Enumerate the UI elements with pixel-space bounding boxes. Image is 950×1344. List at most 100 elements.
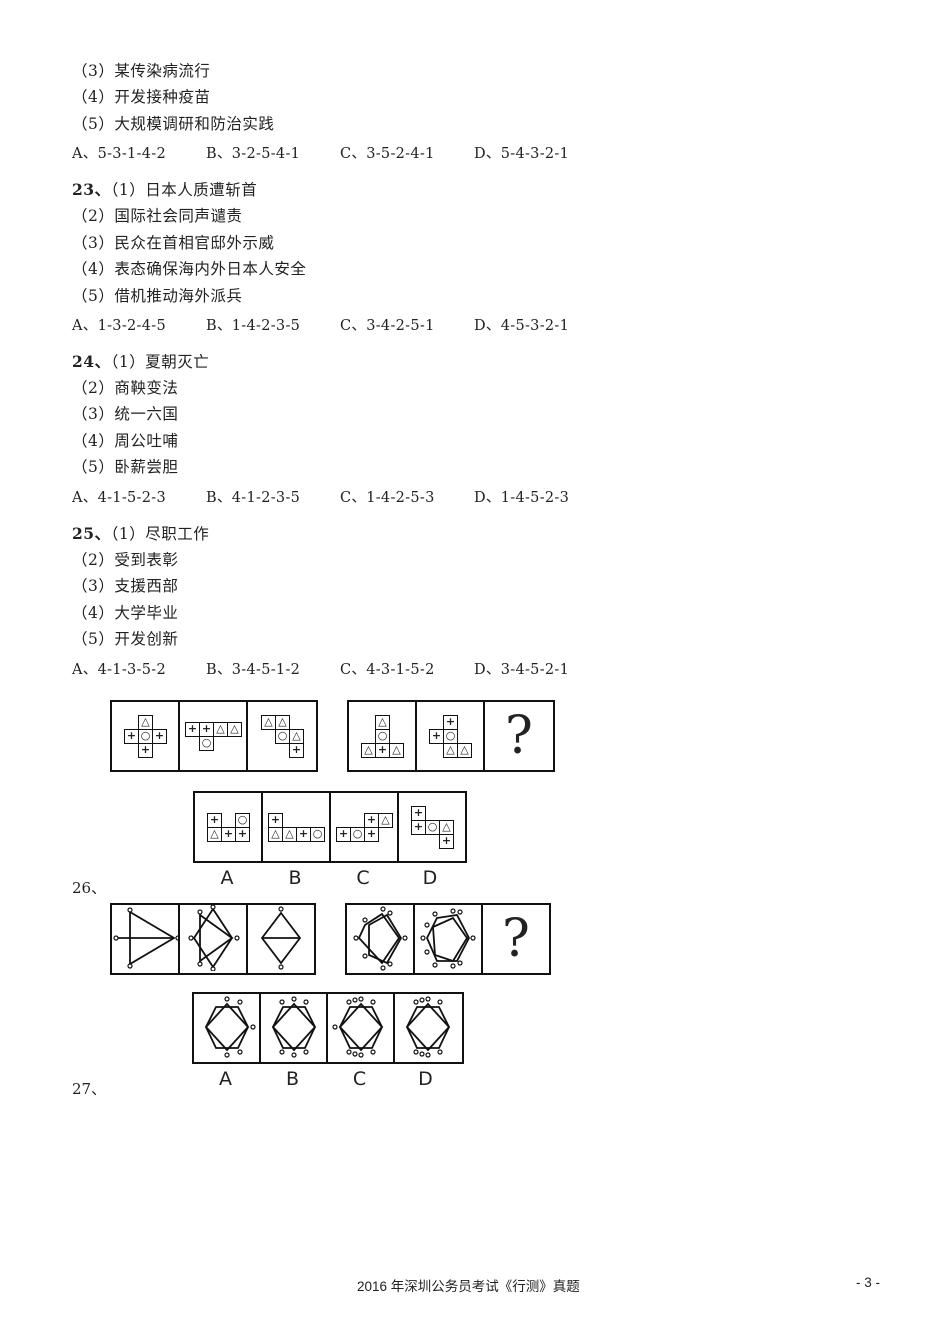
q26-letter-c: C (356, 867, 370, 889)
plus-icon: + (185, 722, 200, 737)
triangle-icon: △ (289, 729, 304, 744)
triangle-icon: △ (138, 715, 153, 730)
circle-icon: ○ (443, 729, 458, 744)
triangle-icon: △ (268, 827, 283, 842)
q27-s2-figure-2 (415, 905, 483, 973)
q26-answer-options: +○△++ +△△+○ +△+○+ ++○△+ (193, 791, 467, 863)
q22-option-d: D、5-4-3-2-1 (474, 146, 570, 162)
triangle-rhombus-figure-icon (188, 905, 240, 971)
plus-icon: + (289, 743, 304, 758)
q25-option-d: D、3-4-5-2-1 (474, 662, 570, 678)
triangle-icon: △ (282, 827, 297, 842)
q23-item-3: （3）民众在首相官邸外示威 (72, 234, 275, 252)
q26-answer-b[interactable]: +△△+○ (263, 793, 331, 861)
plus-icon: + (199, 722, 214, 737)
q27-s1-figure-1 (112, 905, 180, 973)
q27-letter-a: A (219, 1068, 232, 1090)
q25-option-a: A、4-1-3-5-2 (72, 662, 166, 678)
q24-item-1: （1）夏朝灭亡 (110, 353, 210, 371)
q23-number: 23、 (72, 180, 111, 199)
q27-answer-c[interactable] (328, 994, 395, 1062)
q27-letter-d: D (418, 1068, 433, 1090)
plus-icon: + (152, 729, 167, 744)
q27-s2-figure-1 (347, 905, 415, 973)
cube-net: +○△++ (207, 813, 250, 842)
q22-option-b: B、3-2-5-4-1 (206, 146, 301, 162)
pentagon-rhombus-figure-icon (353, 906, 408, 971)
q26-s2-question: ? (485, 702, 553, 770)
cube-net: △○△+△ (361, 715, 404, 758)
q24-item-3: （3）统一六国 (72, 405, 179, 423)
q26-series-2: △○△+△ ++○△△ ? (347, 700, 555, 772)
hexagon-option-a-icon (204, 996, 256, 1058)
q27-answer-letters: A B C D (192, 1068, 460, 1090)
cube-net: ++○△△ (429, 715, 472, 758)
hexagon-option-d-icon (405, 996, 451, 1058)
q24-option-c: C、1-4-2-5-3 (340, 490, 435, 506)
q27-s1-figure-2 (180, 905, 248, 973)
triangle-icon: △ (207, 827, 222, 842)
circle-icon: ○ (375, 729, 390, 744)
q26-s1-figure-3: △△○△+ (248, 702, 316, 770)
q27-label: 27、 (72, 1080, 107, 1098)
triangle-icon: △ (275, 715, 290, 730)
hexagon-figure-icon (420, 908, 476, 969)
circle-icon: ○ (235, 813, 250, 828)
q25-item-1: （1）尽职工作 (110, 525, 210, 543)
q27-s2-question: ? (483, 905, 549, 973)
triangle-icon: △ (213, 722, 228, 737)
q25-item-2: （2）受到表彰 (72, 551, 179, 569)
plus-icon: + (296, 827, 311, 842)
question-mark-icon: ? (502, 909, 530, 969)
q26-answer-letters: A B C D (193, 867, 463, 889)
plus-icon: + (364, 813, 379, 828)
q23-option-d: D、4-5-3-2-1 (474, 318, 570, 334)
q24-item-4: （4）周公吐哺 (72, 432, 179, 450)
circle-icon: ○ (310, 827, 325, 842)
circle-icon: ○ (275, 729, 290, 744)
plus-icon: + (336, 827, 351, 842)
triangle-icon: △ (439, 820, 454, 835)
q24-first-line: 24、（1）夏朝灭亡 (72, 352, 209, 372)
q26-answer-d[interactable]: ++○△+ (399, 793, 465, 861)
cube-net: +△△+○ (268, 813, 325, 842)
q27-answer-b[interactable] (261, 994, 328, 1062)
cube-net: ++△△○ (185, 722, 242, 751)
q26-answer-c[interactable]: +△+○+ (331, 793, 399, 861)
triangle-icon: △ (389, 743, 404, 758)
q25-first-line: 25、（1）尽职工作 (72, 524, 209, 544)
plus-icon: + (411, 820, 426, 835)
q24-option-a: A、4-1-5-2-3 (72, 490, 166, 506)
q25-item-4: （4）大学毕业 (72, 604, 179, 622)
cube-net: △△○△+ (261, 715, 304, 758)
q27-answer-d[interactable] (395, 994, 460, 1062)
rhombus-figure-icon (260, 906, 302, 970)
plus-icon: + (138, 743, 153, 758)
q25-number: 25、 (72, 524, 111, 543)
plus-icon: + (221, 827, 236, 842)
plus-icon: + (375, 743, 390, 758)
plus-icon: + (439, 834, 454, 849)
q27-letter-c: C (352, 1068, 367, 1090)
q22-option-c: C、3-5-2-4-1 (340, 146, 435, 162)
q22-item-4: （4）开发接种疫苗 (72, 88, 211, 106)
footer-title: 2016 年深圳公务员考试《行测》真题 (357, 1279, 580, 1294)
q26-s2-figure-2: ++○△△ (417, 702, 485, 770)
q26-s1-figure-1: △+○++ (112, 702, 180, 770)
q23-item-1: （1）日本人质遭斩首 (110, 181, 258, 199)
q26-answer-a[interactable]: +○△++ (195, 793, 263, 861)
plus-icon: + (429, 729, 444, 744)
q27-s1-figure-3 (248, 905, 314, 973)
q26-s1-figure-2: ++△△○ (180, 702, 248, 770)
q27-answer-options (192, 992, 464, 1064)
triangle-icon: △ (443, 743, 458, 758)
circle-icon: ○ (425, 820, 440, 835)
q25-item-3: （3）支援西部 (72, 577, 179, 595)
q27-series-2: ? (345, 903, 551, 975)
q24-number: 24、 (72, 352, 111, 371)
q24-option-b: B、4-1-2-3-5 (206, 490, 301, 506)
q27-answer-a[interactable] (194, 994, 261, 1062)
q26-letter-a: A (220, 867, 234, 889)
